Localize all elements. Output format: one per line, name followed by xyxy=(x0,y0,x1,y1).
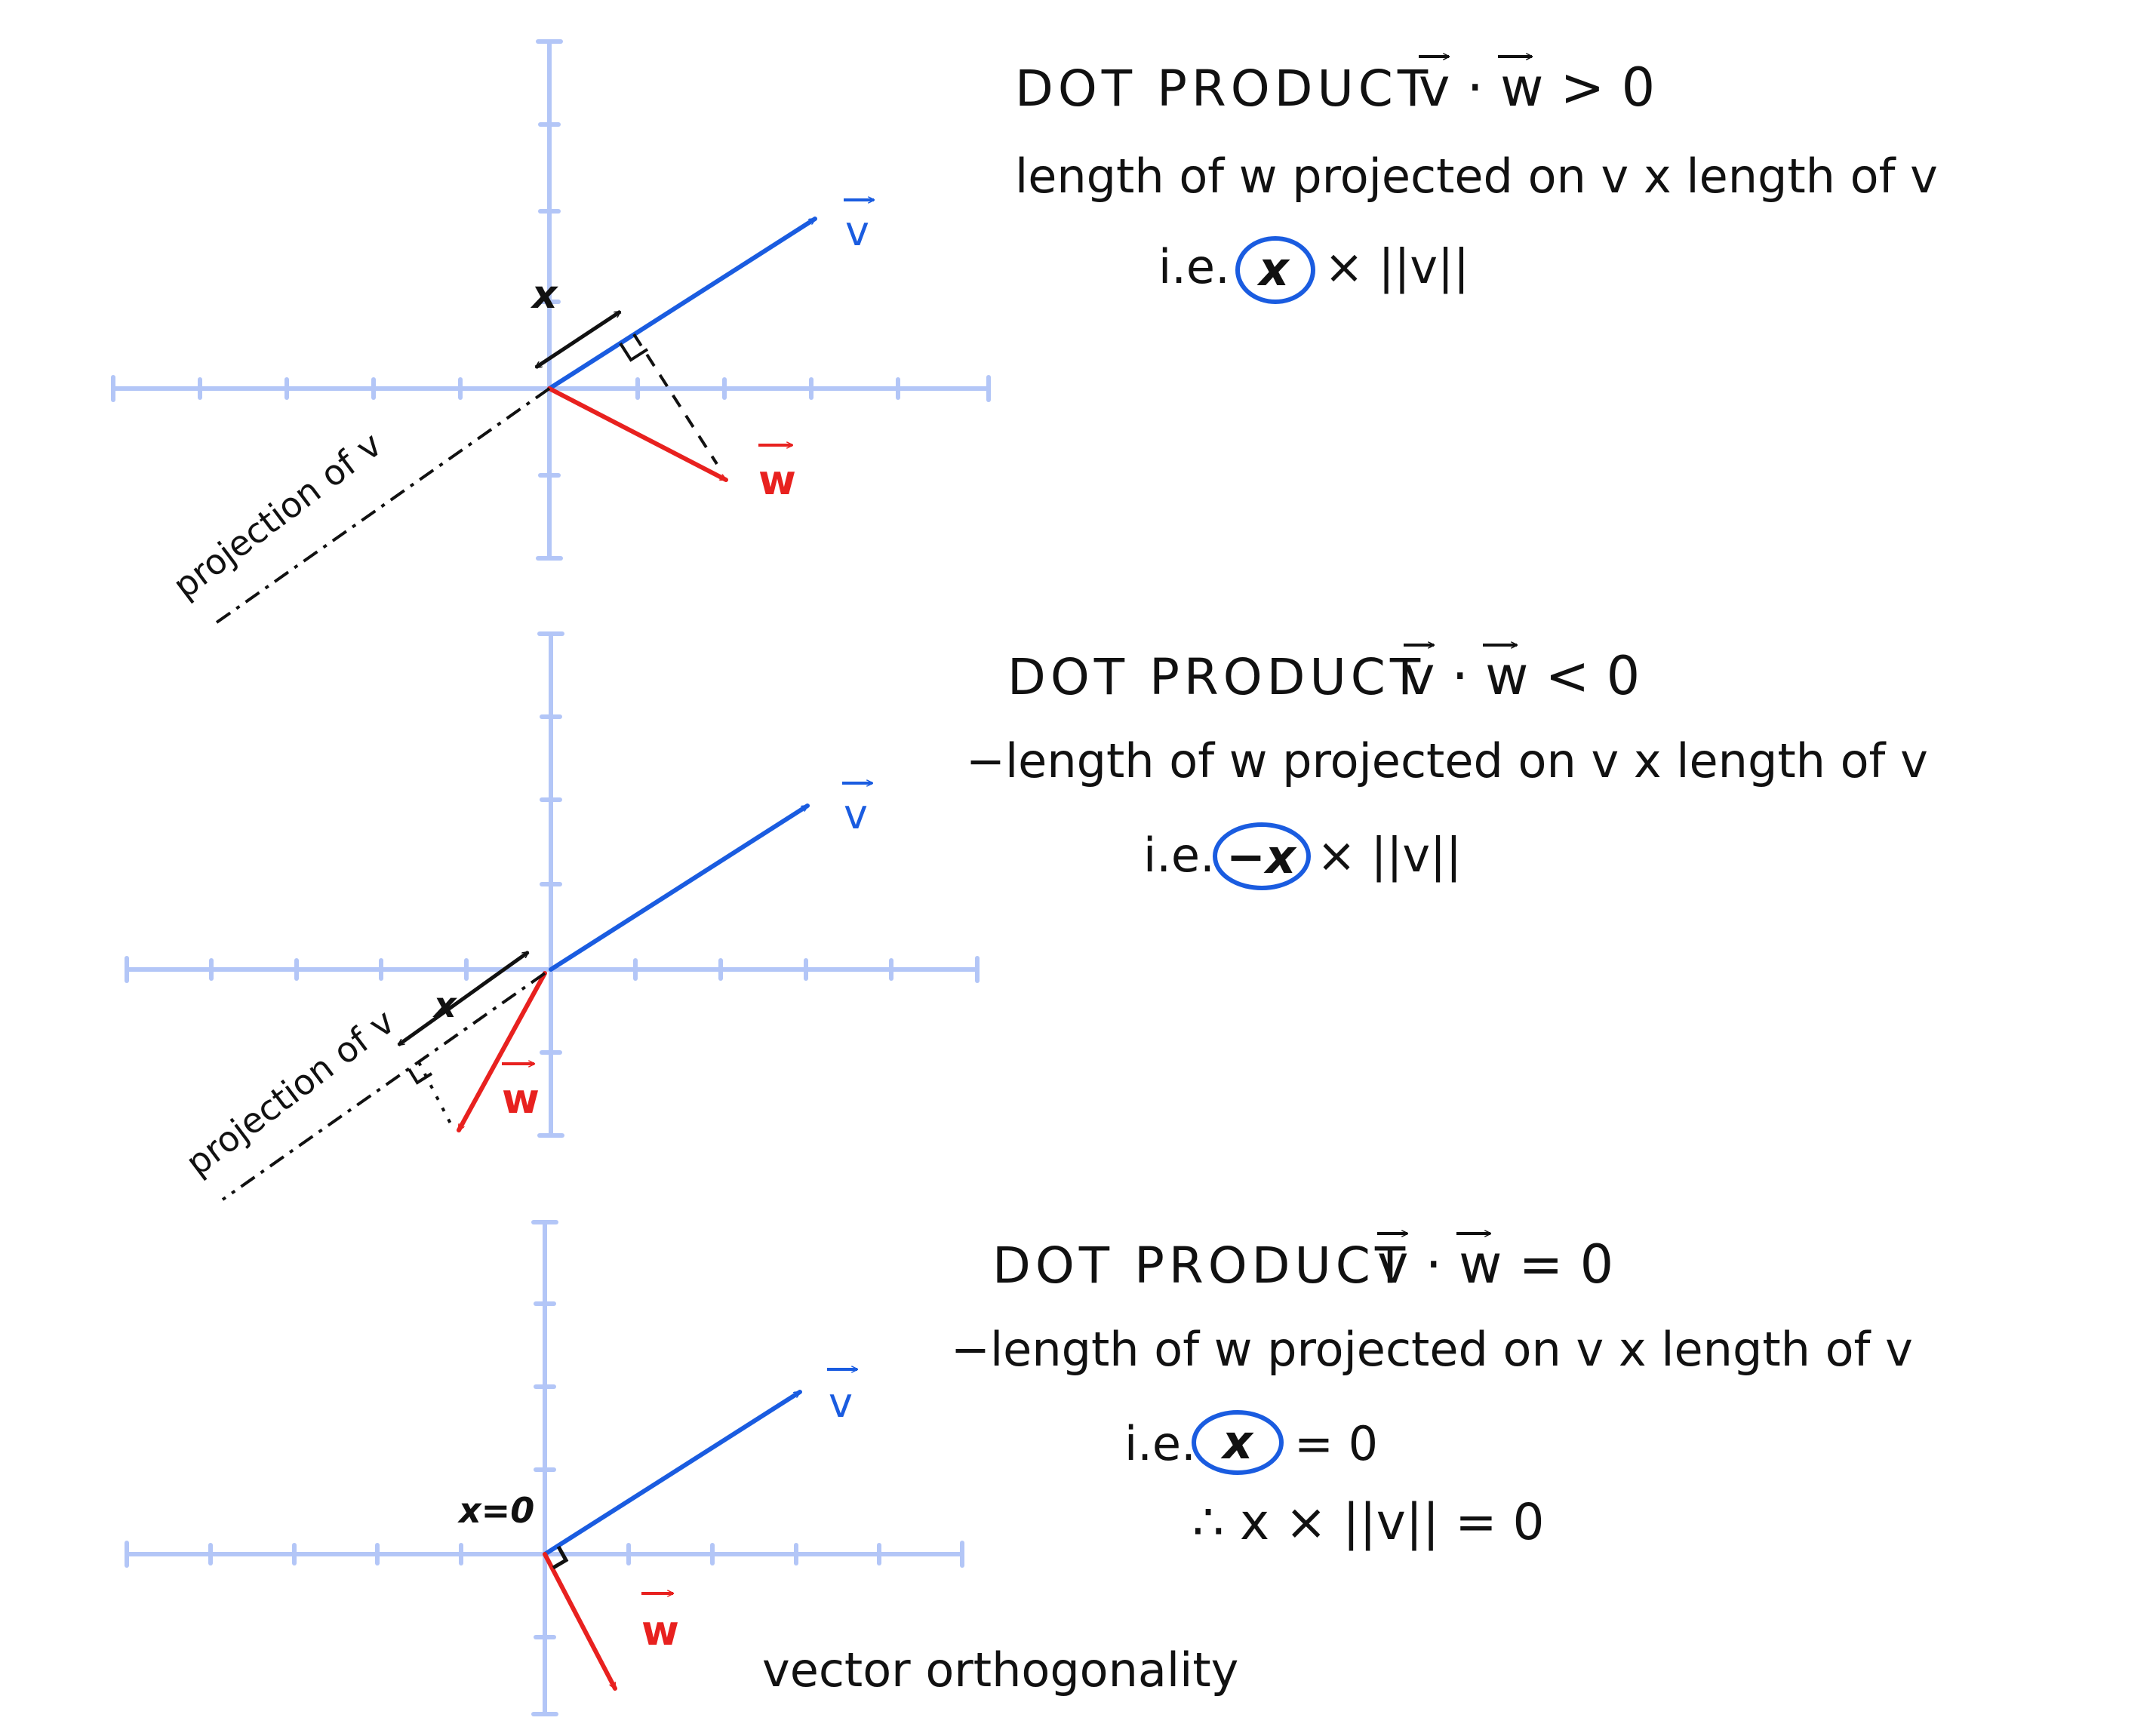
projection-line-1 xyxy=(210,387,551,628)
projection-label-2: projection of v xyxy=(178,1001,401,1184)
circled-term-2: −x xyxy=(1226,829,1297,884)
vector-w-1 xyxy=(547,386,728,482)
vector-w-3 xyxy=(543,1552,617,1691)
line2-3: −length of w projected on v x length of … xyxy=(951,1322,1913,1377)
heading-3: DOT PRODUCT xyxy=(992,1237,1410,1295)
v-label-1: v xyxy=(845,207,869,255)
vector-w-2 xyxy=(457,971,547,1132)
projection-line-2 xyxy=(221,972,546,1201)
panel-1: x v w projection of v DOT PRODUCT v · w … xyxy=(111,39,1938,628)
circled-term-1: x xyxy=(1256,241,1290,297)
w-label-3: w xyxy=(641,1607,679,1655)
perpendicular-drop-2 xyxy=(417,1062,454,1129)
line3-suffix-3: = 0 xyxy=(1294,1416,1378,1471)
right-angle-mark-3 xyxy=(552,1545,569,1570)
circle-mark-1 xyxy=(1235,236,1315,304)
line3-prefix-3: i.e. xyxy=(1124,1416,1196,1471)
relation-2: v · w < 0 xyxy=(1404,645,1640,707)
x-label-1: x xyxy=(530,272,558,318)
perpendicular-drop-1 xyxy=(632,333,718,465)
line3-suffix-1: × ||v|| xyxy=(1324,239,1469,295)
right-angle-mark-2 xyxy=(408,1068,433,1085)
footer-caption: vector orthogonality xyxy=(762,1642,1238,1698)
text-block-3: DOT PRODUCT v · w = 0 −length of w proje… xyxy=(951,1234,1913,1551)
circled-term-3: x xyxy=(1220,1415,1254,1470)
vector-v-1 xyxy=(547,217,817,391)
heading-1: DOT PRODUCT xyxy=(1015,60,1432,118)
panel-2: x v w projection of v DOT PRODUCT v · w … xyxy=(125,631,1928,1201)
circle-mark-2 xyxy=(1213,822,1311,890)
line3-prefix-1: i.e. xyxy=(1158,239,1230,294)
relation-1: v · w > 0 xyxy=(1419,57,1655,118)
line3-prefix-2: i.e. xyxy=(1143,828,1215,883)
w-label-1: w xyxy=(758,456,796,504)
line3-suffix-2: × ||v|| xyxy=(1317,828,1462,883)
conclusion-3: ∴ x × ||v|| = 0 xyxy=(1192,1493,1545,1551)
axes-2 xyxy=(125,631,980,1138)
text-block-1: DOT PRODUCT v · w > 0 length of w projec… xyxy=(1015,57,1938,304)
x-label-3: x=0 xyxy=(457,1490,534,1531)
v-label-3: v xyxy=(829,1379,853,1427)
heading-2: DOT PRODUCT xyxy=(1007,648,1425,706)
vector-v-2 xyxy=(549,803,810,972)
circle-mark-3 xyxy=(1192,1410,1284,1475)
v-label-2: v xyxy=(844,791,868,838)
axes-3 xyxy=(125,1220,964,1716)
right-angle-mark-1 xyxy=(619,342,649,362)
length-x-arrow-1 xyxy=(536,309,620,370)
length-x-arrow-2 xyxy=(398,950,528,1047)
text-block-2: DOT PRODUCT v · w < 0 −length of w proje… xyxy=(966,645,1928,890)
x-label-2: x xyxy=(432,985,457,1025)
line2-2: −length of w projected on v x length of … xyxy=(966,733,1928,788)
panel-3: x=0 v w DOT PRODUCT v · w = 0 −length of… xyxy=(125,1220,1913,1716)
relation-3: v · w = 0 xyxy=(1377,1234,1613,1295)
line2-1: length of w projected on v x length of v xyxy=(1015,149,1938,204)
w-label-2: w xyxy=(502,1075,540,1123)
vector-v-3 xyxy=(543,1390,802,1556)
